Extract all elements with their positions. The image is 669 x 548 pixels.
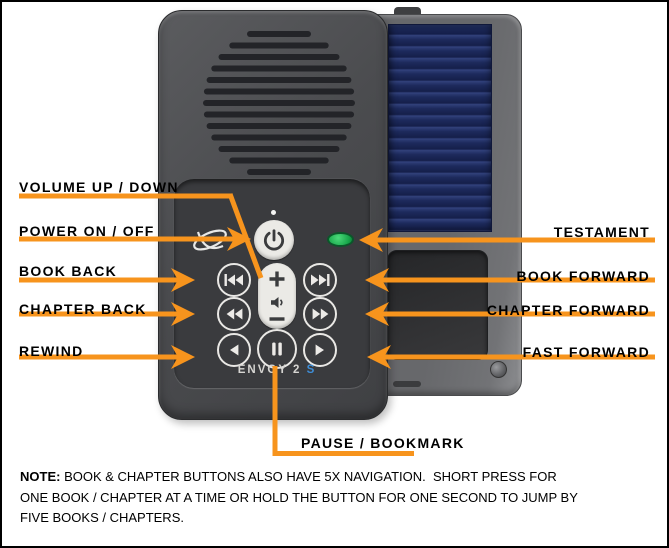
pause-bookmark-label: PAUSE / BOOKMARK [301, 435, 465, 451]
brand-text: ENVOY 2 S [207, 364, 347, 376]
book-forward-arrowhead [365, 268, 389, 292]
fast-forward-icon [315, 344, 324, 356]
power-icon [263, 229, 285, 251]
chapter-forward-icon [312, 308, 328, 320]
book-back-label: BOOK BACK [19, 263, 118, 279]
note-prefix: NOTE: [20, 469, 61, 484]
fast-forward-button [303, 333, 337, 367]
back-label-recess [387, 250, 488, 360]
chapter-back-arrowhead [171, 302, 195, 326]
note-line-2: ONE BOOK / CHAPTER AT A TIME OR HOLD THE… [20, 489, 578, 505]
chapter-forward-button [303, 297, 337, 331]
status-dot-led [271, 210, 276, 215]
volume-down-icon [269, 317, 285, 321]
chapter-back-icon [226, 308, 242, 320]
power-button [254, 220, 294, 260]
speaker-icon [270, 296, 283, 308]
note-text: NOTE: BOOK & CHAPTER BUTTONS ALSO HAVE 5… [20, 467, 630, 529]
book-forward-button [303, 263, 337, 297]
rewind-icon [230, 344, 239, 356]
brand-name: ENVOY 2 [237, 364, 302, 376]
power-arrowhead [227, 227, 251, 251]
volume-up-icon [269, 271, 285, 287]
chapter-forward-label: CHAPTER FORWARD [486, 302, 650, 318]
note-line-3: FIVE BOOKS / CHAPTERS. [20, 510, 184, 525]
chapter-back-button [217, 297, 251, 331]
megavoice-logo-icon [193, 229, 227, 251]
rewind-arrowhead [171, 345, 195, 369]
book-forward-label: BOOK FORWARD [516, 268, 650, 284]
rewind-label: REWIND [19, 343, 84, 359]
testament-arrowhead [359, 228, 383, 252]
pause-callout-line [272, 366, 414, 456]
speaker-grille [203, 31, 355, 175]
pause-icon [272, 342, 282, 356]
chapter-back-label: CHAPTER BACK [19, 301, 147, 317]
chapter-forward-arrowhead [365, 302, 389, 326]
fast-forward-arrowhead [367, 345, 391, 369]
book-back-icon [224, 274, 243, 286]
volume-callout-diagonal [227, 193, 264, 279]
brand-suffix: S [306, 364, 317, 376]
volume-up-down-label: VOLUME UP / DOWN [19, 179, 179, 195]
volume-rocker [258, 263, 296, 329]
testament-label: TESTAMENT [553, 224, 650, 240]
book-back-arrowhead [171, 268, 195, 292]
book-forward-icon [311, 274, 330, 286]
power-on-off-label: POWER ON / OFF [19, 223, 155, 239]
rewind-button [217, 333, 251, 367]
fast-forward-label: FAST FORWARD [522, 344, 650, 360]
lanyard-slot [393, 381, 421, 387]
book-back-button [217, 263, 251, 297]
solar-panel [388, 24, 492, 232]
testament-led [327, 232, 354, 247]
back-screw [490, 361, 507, 378]
note-line-1: NOTE: BOOK & CHAPTER BUTTONS ALSO HAVE 5… [20, 469, 557, 484]
